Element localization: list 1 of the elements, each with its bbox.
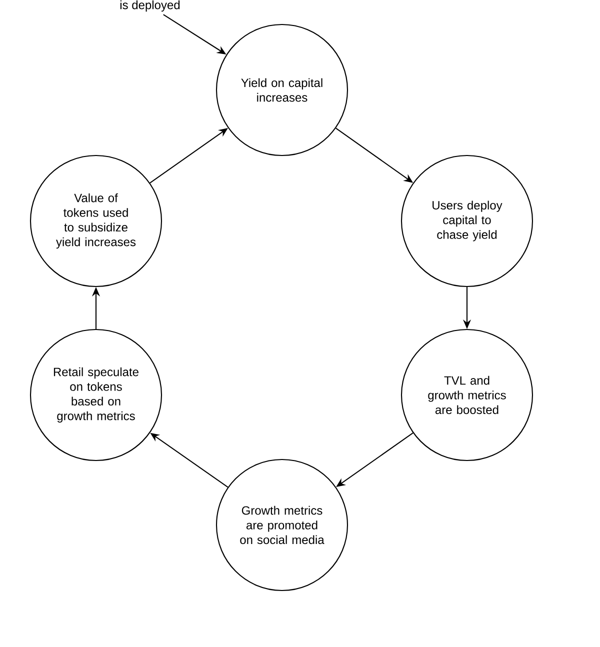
annotation-text: is deployed [120, 0, 180, 12]
